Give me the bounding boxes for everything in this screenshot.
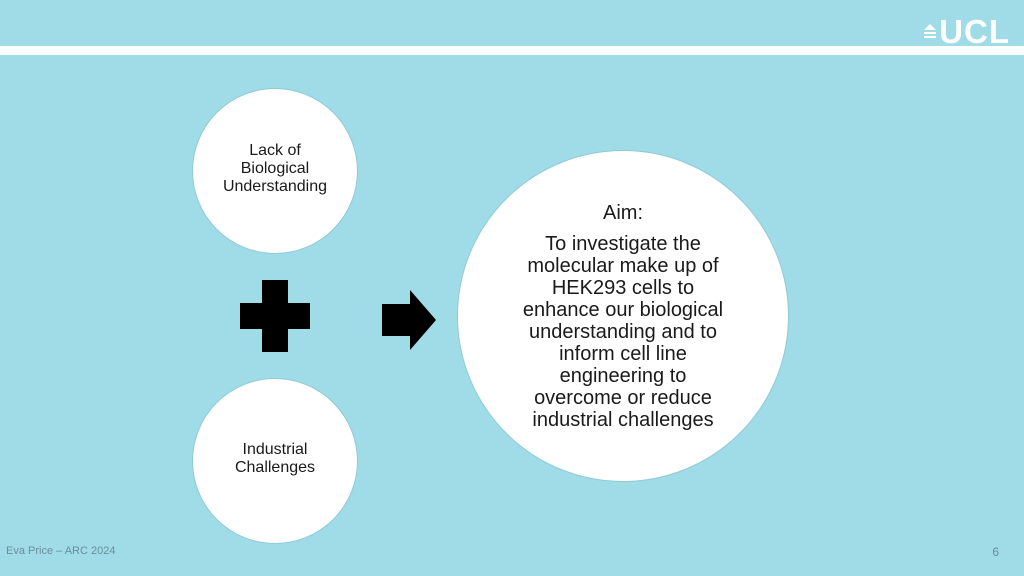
logo-text: UCL	[939, 13, 1010, 50]
circle-biological-understanding: Lack of Biological Understanding	[192, 88, 358, 254]
header-rule	[0, 46, 1024, 55]
plus-icon	[240, 280, 310, 352]
aim-label: Aim:	[603, 202, 643, 224]
page-number: 6	[992, 545, 999, 559]
circle-top-label: Lack of Biological Understanding	[222, 142, 328, 195]
ucl-logo: UCL	[924, 13, 1010, 50]
header-band	[0, 0, 1024, 46]
right-arrow-icon	[382, 290, 436, 350]
circle-bottom-label: Industrial Challenges	[234, 441, 316, 476]
aim-circle: Aim: To investigate the molecular make u…	[457, 150, 789, 482]
aim-text: To investigate the molecular make up of …	[522, 233, 724, 431]
footer-author: Eva Price – ARC 2024	[6, 545, 116, 557]
ucl-portico-icon	[924, 24, 937, 38]
circle-industrial-challenges: Industrial Challenges	[192, 378, 358, 544]
